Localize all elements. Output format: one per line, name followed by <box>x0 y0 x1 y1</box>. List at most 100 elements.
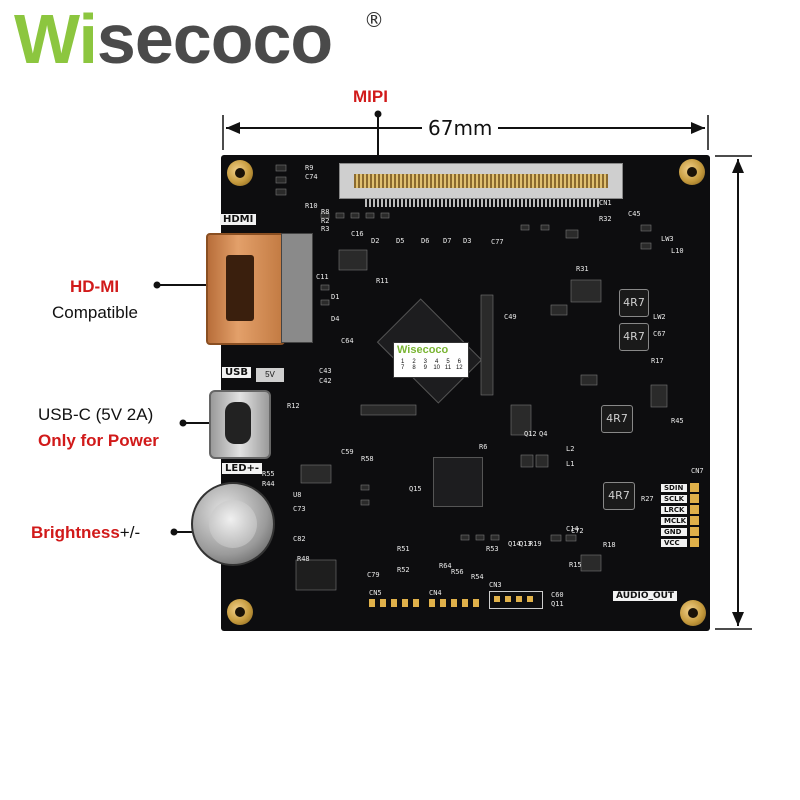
component-label: R18 <box>603 541 616 549</box>
cn4-label: CN4 <box>429 589 442 597</box>
sticker-num: 7 <box>400 365 405 371</box>
sticker-num: 4 <box>434 359 439 365</box>
component-label: R12 <box>287 402 300 410</box>
sticker-num: 3 <box>423 359 427 365</box>
component-label: R52 <box>397 566 410 574</box>
component-label: Q12 <box>524 430 537 438</box>
brightness-label-sign: +/- <box>119 523 141 542</box>
hdmi-shield <box>281 233 313 343</box>
mount-hole-bottom-right <box>680 600 706 626</box>
hdmi-port <box>206 233 285 345</box>
sticker-num: 1 <box>400 359 405 365</box>
component-label: L1 <box>566 460 575 468</box>
component-label: R45 <box>671 417 684 425</box>
cn7-label: CN7 <box>691 467 704 475</box>
component-label: C67 <box>653 330 666 338</box>
component-label: C64 <box>341 337 354 345</box>
usb-voltage-label: 5V <box>256 368 284 382</box>
mipi-label: MIPI <box>353 87 388 106</box>
mipi-pins <box>365 199 601 207</box>
component-label: R56 <box>451 568 464 576</box>
component-label: D5 <box>396 237 405 245</box>
component-label: C45 <box>628 210 641 218</box>
mount-hole-top-right <box>679 159 705 185</box>
hdmi-port-label: HDMI <box>220 214 257 225</box>
cn1-label: CN1 <box>599 199 612 207</box>
component-label: R10 <box>305 202 318 210</box>
brand-logo-first: Wi <box>14 0 98 78</box>
power-only-label: Only for Power <box>38 431 159 450</box>
sticker-num: 6 <box>457 359 461 365</box>
inductor: 4R7 <box>603 482 635 510</box>
registered-mark: ® <box>364 8 384 32</box>
component-label: R44 <box>262 480 275 488</box>
audio-pin-label: SDIN <box>661 483 687 492</box>
cn5-pins <box>369 599 421 607</box>
audio-out-label: AUDIO_OUT <box>613 591 678 601</box>
cn5-label: CN5 <box>369 589 382 597</box>
component-label: R27 <box>641 495 654 503</box>
component-label: R2 <box>321 217 330 225</box>
mipi-connector <box>339 163 623 199</box>
component-label: Q13 <box>519 540 532 548</box>
pcb-board: CN1 HDMI USB 5V LED+- Wisecoco 1 2 3 4 5… <box>191 155 710 631</box>
mount-hole-bottom-left <box>227 599 253 625</box>
component-label: R64 <box>439 562 452 570</box>
component-label: R54 <box>471 573 484 581</box>
component-label: C82 <box>293 535 306 543</box>
component-label: R19 <box>529 540 542 548</box>
brand-logo: Wisecoco <box>14 4 333 74</box>
component-label: R53 <box>486 545 499 553</box>
component-label: U8 <box>293 491 302 499</box>
brightness-label: Brightness+/- <box>31 523 140 543</box>
component-label: R55 <box>262 470 275 478</box>
component-label: R51 <box>397 545 410 553</box>
audio-pin-label: MCLK <box>661 516 687 525</box>
component-label: C49 <box>504 313 517 321</box>
usb-c-label: USB-C (5V 2A) <box>38 405 154 424</box>
audio-pin-label: LRCK <box>661 505 687 514</box>
component-label: R58 <box>361 455 374 463</box>
sticker-num: 8 <box>412 365 416 371</box>
audio-pin-label: GND <box>661 527 687 536</box>
sticker-num: 9 <box>423 365 427 371</box>
component-label: L2 <box>566 445 575 453</box>
component-label: C72 <box>571 527 584 535</box>
mount-hole-top-left <box>227 160 253 186</box>
inductor: 4R7 <box>619 289 649 317</box>
component-label: C16 <box>351 230 364 238</box>
inductor: 4R7 <box>601 405 633 433</box>
component-label: C60 <box>551 591 564 599</box>
audio-header: SDIN SCLK LRCK MCLK GND VCC <box>661 483 703 588</box>
component-label: R3 <box>321 225 330 233</box>
component-label: LW2 <box>653 313 666 321</box>
hdmi-compatible-label: Compatible <box>52 303 138 322</box>
component-label: D3 <box>463 237 472 245</box>
component-label: R8 <box>321 208 330 216</box>
component-label: D2 <box>371 237 380 245</box>
component-label: C59 <box>341 448 354 456</box>
component-label: C73 <box>293 505 306 513</box>
component-label: C43 <box>319 367 332 375</box>
brightness-label-text: Brightness <box>31 523 120 542</box>
component-label: R11 <box>376 277 389 285</box>
component-label: R31 <box>576 265 589 273</box>
brightness-knob[interactable] <box>191 482 275 566</box>
sticker-num: 10 <box>433 365 440 371</box>
component-label: C11 <box>316 273 329 281</box>
component-label: D7 <box>443 237 452 245</box>
component-label: R48 <box>297 555 310 563</box>
component-label: C42 <box>319 377 332 385</box>
led-port-label: LED+- <box>222 463 263 474</box>
cn3-label: CN3 <box>489 581 502 589</box>
cn4-pins <box>429 599 481 607</box>
component-label: R32 <box>599 215 612 223</box>
chip-sticker: Wisecoco 1 2 3 4 5 6 7 8 9 10 11 12 <box>393 342 469 378</box>
component-label: Q15 <box>409 485 422 493</box>
usb-port-label: USB <box>222 367 251 378</box>
component-label: R6 <box>479 443 488 451</box>
component-label: R17 <box>651 357 664 365</box>
sticker-num: 11 <box>444 365 452 371</box>
component-label: R15 <box>569 561 582 569</box>
inductor: 4R7 <box>619 323 649 351</box>
